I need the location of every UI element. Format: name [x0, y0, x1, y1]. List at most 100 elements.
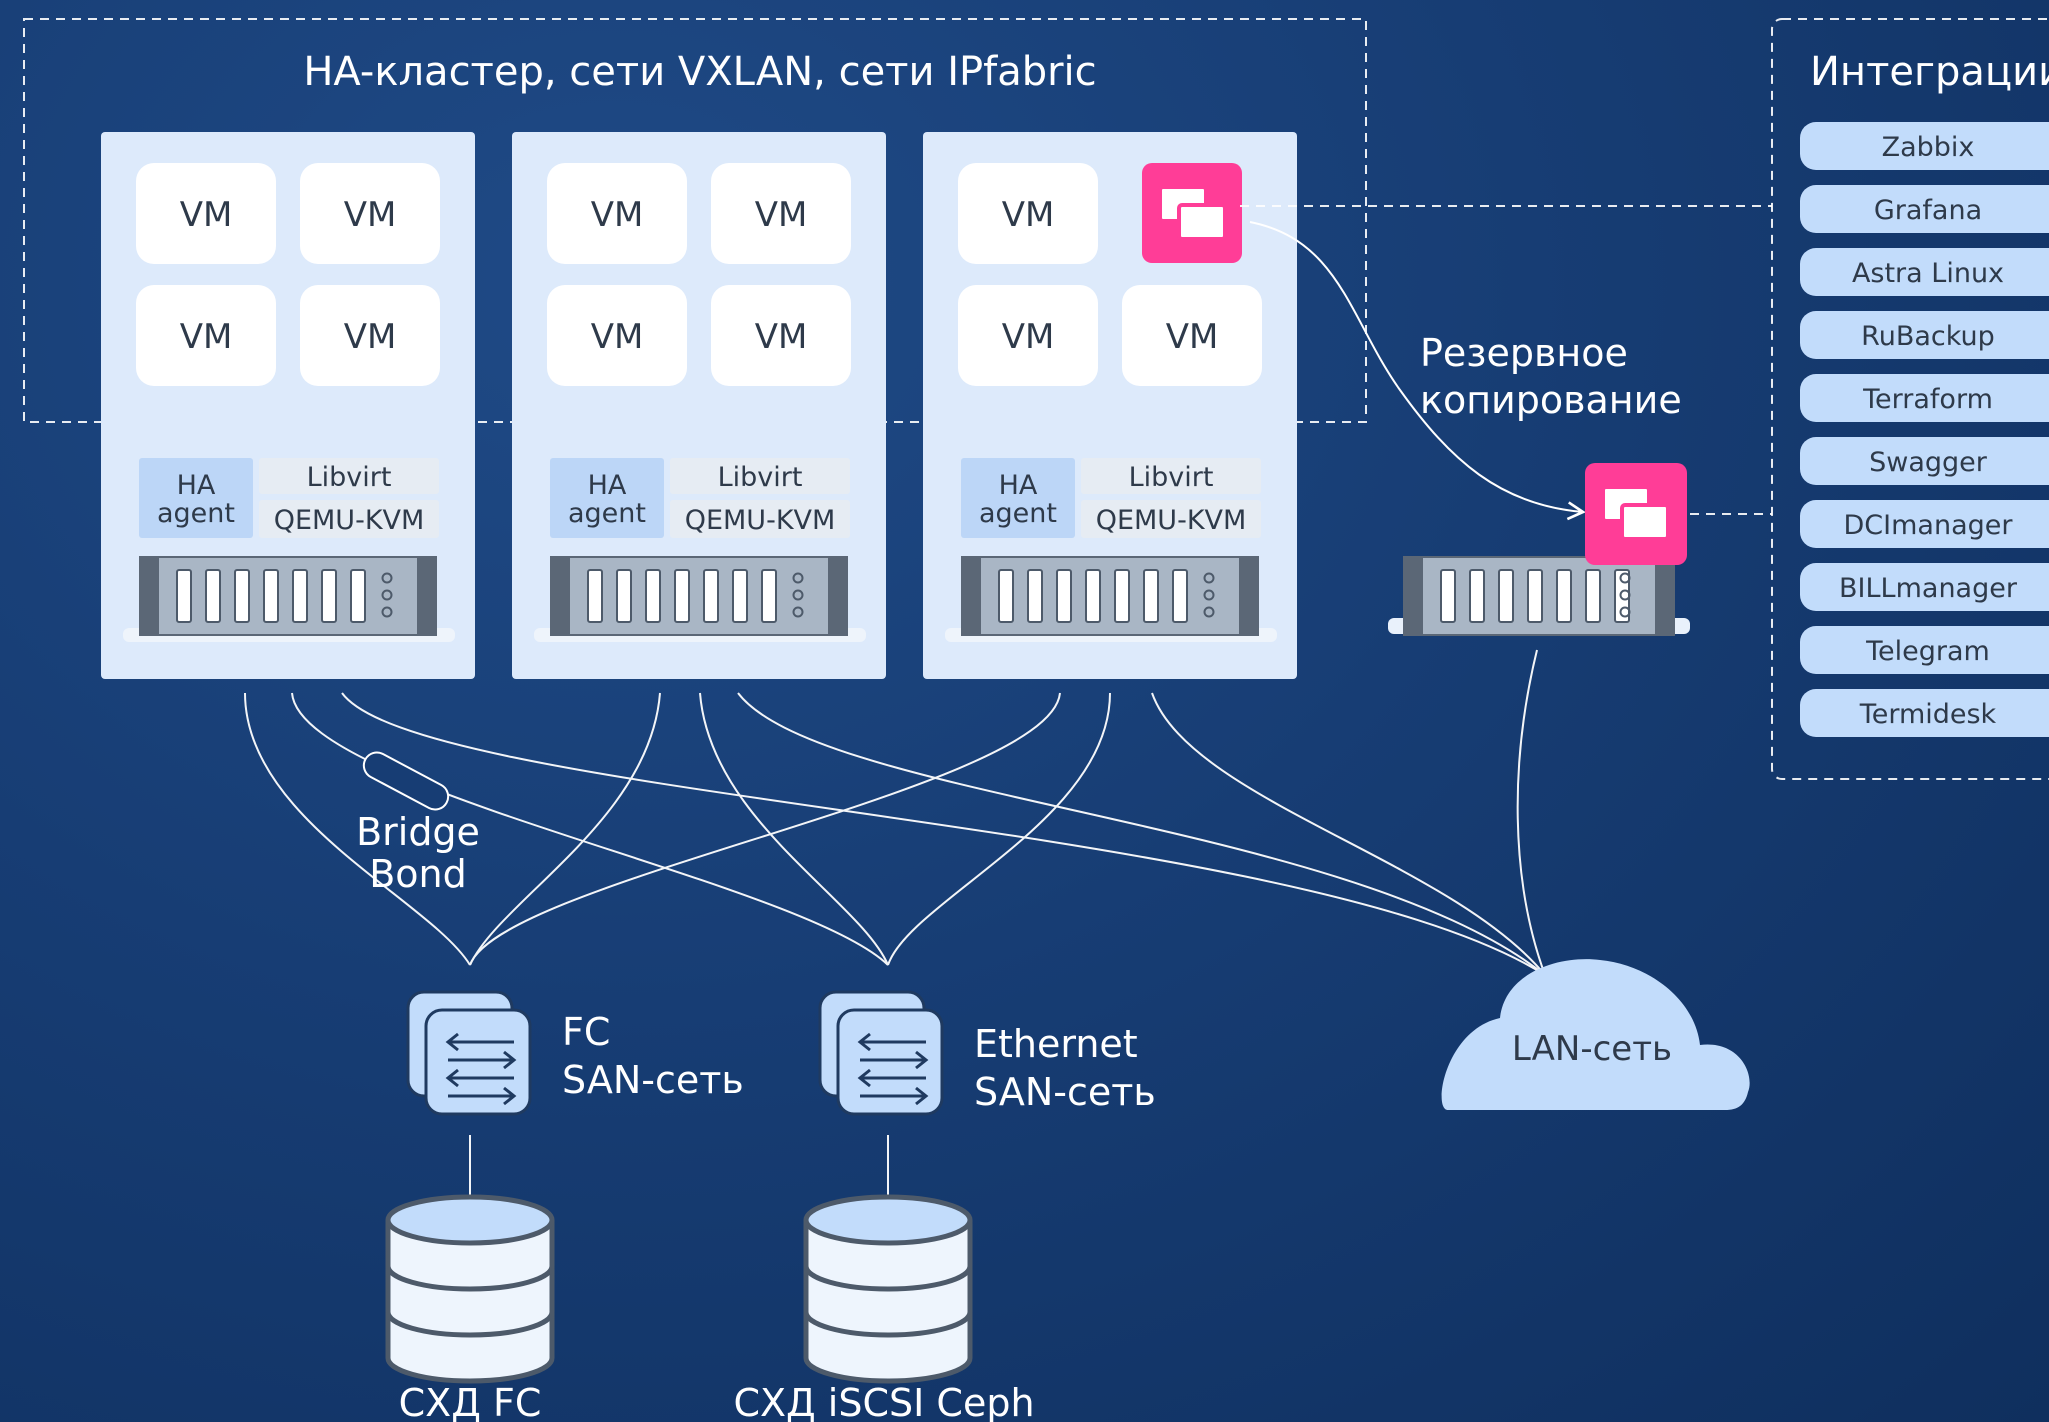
- server-rack-unit: [961, 556, 1259, 636]
- integration-item: Telegram: [1800, 626, 2049, 674]
- drive-bay: [350, 569, 366, 623]
- vm-box: VM: [300, 163, 440, 264]
- vm-box: VM: [547, 285, 687, 386]
- integration-item-label: Grafana: [1874, 195, 1982, 226]
- drive-bay: [732, 569, 748, 623]
- vm-label: VM: [1166, 317, 1219, 357]
- drive-bay: [1440, 569, 1456, 623]
- ethernet-switch-label-line2: SAN-сеть: [974, 1070, 1156, 1114]
- integration-item: Zabbix: [1800, 122, 2049, 170]
- bridge-bond-capsule: [362, 751, 450, 811]
- integration-item: Grafana: [1800, 185, 2049, 233]
- fc-switch-icon: [406, 990, 532, 1116]
- drive-bay: [616, 569, 632, 623]
- link-server2-eth: [699, 692, 889, 966]
- libvirt-box: Libvirt: [670, 458, 850, 494]
- qemu-box: QEMU-KVM: [1081, 500, 1261, 538]
- drive-bay: [761, 569, 777, 623]
- vm-label: VM: [180, 317, 233, 357]
- cloud-icon: [1441, 959, 1750, 1110]
- drive-bay: [703, 569, 719, 623]
- cluster-title: HA-кластер, сети VXLAN, сети IPfabric: [303, 49, 1096, 95]
- backup-rack-unit: [1403, 556, 1675, 636]
- drive-bay: [1172, 569, 1188, 623]
- drive-bay: [263, 569, 279, 623]
- connection-lines: [244, 649, 1546, 1220]
- drive-bay: [998, 569, 1014, 623]
- drive-bay: [1114, 569, 1130, 623]
- vm-backup-icon: [1142, 163, 1242, 263]
- rack-led: [1619, 589, 1631, 601]
- drive-bay: [321, 569, 337, 623]
- fc-switch-label-line1: FC: [562, 1010, 610, 1054]
- vm-box: VM: [136, 285, 276, 386]
- rack-led: [1203, 606, 1215, 618]
- integration-item: Swagger: [1800, 437, 2049, 485]
- link-server3-lan: [1151, 692, 1546, 976]
- drive-bay: [234, 569, 250, 623]
- rack-led: [381, 589, 393, 601]
- rack-face: [159, 558, 417, 634]
- server-panel-bg: [101, 132, 475, 679]
- backup-icon: [1585, 463, 1687, 565]
- integration-item-label: Terraform: [1862, 384, 1993, 415]
- link-server2-fc: [469, 692, 661, 966]
- qemu-box: QEMU-KVM: [259, 500, 439, 538]
- vm-label: VM: [344, 317, 397, 357]
- libvirt-label: Libvirt: [1129, 462, 1214, 493]
- vm-box: VM: [1122, 285, 1262, 386]
- drive-bay: [587, 569, 603, 623]
- backup-label-line1: Резервное: [1420, 331, 1628, 375]
- vm-box: VM: [547, 163, 687, 264]
- integration-item-label: Telegram: [1865, 636, 1990, 667]
- link-server3-eth: [887, 692, 1111, 966]
- rack-led: [1203, 572, 1215, 584]
- drive-bay: [292, 569, 308, 623]
- iscsi-storage-label: СХД iSCSI Ceph: [733, 1381, 1034, 1422]
- integration-item: BILLmanager: [1800, 563, 2049, 611]
- libvirt-label: Libvirt: [718, 462, 803, 493]
- backup-label-line2: копирование: [1420, 378, 1682, 422]
- vm-box: VM: [958, 163, 1098, 264]
- ethernet-switch-icon: [818, 990, 944, 1116]
- server-panel-bg: [512, 132, 886, 679]
- drive-bay: [1527, 569, 1543, 623]
- vm-label: VM: [591, 195, 644, 235]
- rack-led: [792, 606, 804, 618]
- bridge-bond-label-line2: Bond: [369, 852, 467, 896]
- qemu-label: QEMU-KVM: [685, 505, 836, 536]
- vm-label: VM: [180, 195, 233, 235]
- qemu-label: QEMU-KVM: [274, 505, 425, 536]
- integration-item: Terraform: [1800, 374, 2049, 422]
- rack-led: [381, 572, 393, 584]
- link-server1-fc: [244, 692, 471, 966]
- iscsi-storage-icon: [803, 1194, 973, 1384]
- vm-box: VM: [711, 285, 851, 386]
- drive-bay: [1027, 569, 1043, 623]
- drive-bay: [205, 569, 221, 623]
- rack-led: [1619, 606, 1631, 618]
- bridge-bond-label-line1: Bridge: [356, 810, 480, 854]
- integration-item: Termidesk: [1800, 689, 2049, 737]
- drive-bay: [1085, 569, 1101, 623]
- drive-bay: [1469, 569, 1485, 623]
- integrations-frame: [1771, 18, 2049, 780]
- libvirt-box: Libvirt: [1081, 458, 1261, 494]
- vm-label: VM: [755, 195, 808, 235]
- rack-led: [1203, 589, 1215, 601]
- drive-bay: [1585, 569, 1601, 623]
- vm-box: VM: [136, 163, 276, 264]
- vm-box: VM: [300, 285, 440, 386]
- ethernet-switch-label-line1: Ethernet: [974, 1022, 1138, 1066]
- libvirt-label: Libvirt: [307, 462, 392, 493]
- link-server3-fc: [469, 692, 1061, 966]
- integration-item: DCImanager: [1800, 500, 2049, 548]
- ha-agent-label-line1: HA: [588, 470, 627, 501]
- lan-cloud: LAN-сеть: [1441, 959, 1750, 1110]
